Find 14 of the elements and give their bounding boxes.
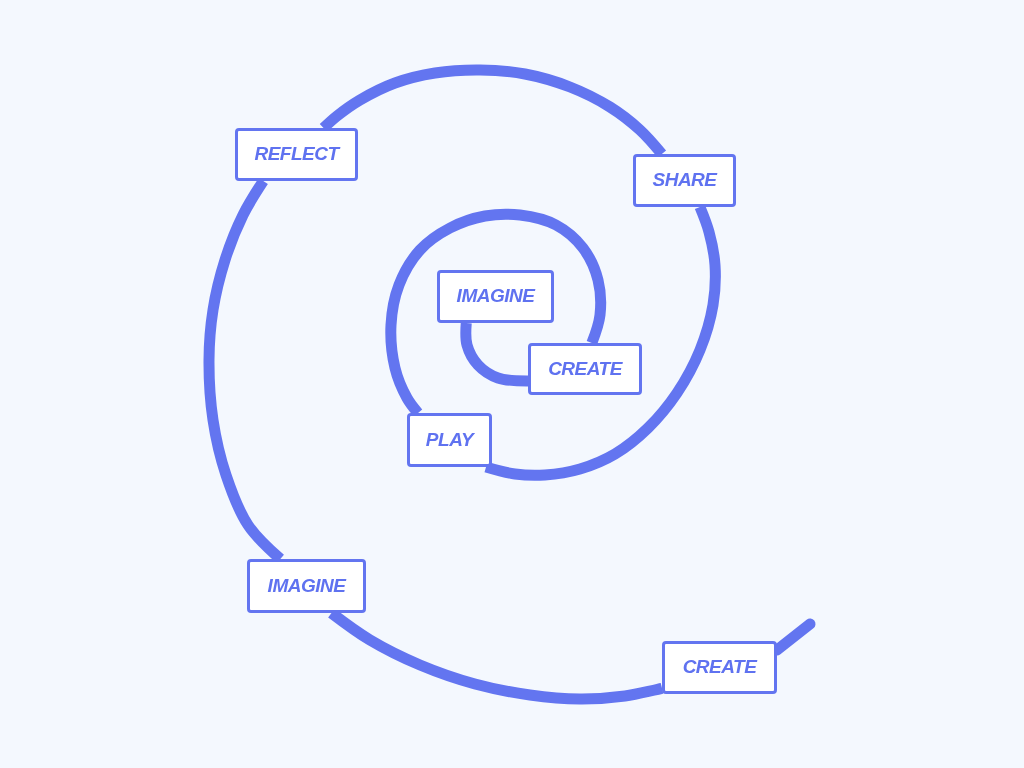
step-label: IMAGINE: [267, 575, 346, 597]
step-box: [235, 128, 358, 181]
step-label: IMAGINE: [456, 286, 535, 307]
step-box: [407, 413, 492, 467]
step-box: [633, 154, 736, 207]
step-box: [247, 559, 366, 613]
step-box: [437, 270, 554, 323]
step-box: [528, 343, 642, 395]
step-label: CREATE: [682, 657, 757, 678]
step-label: REFLECT: [254, 144, 339, 165]
step-label: SHARE: [652, 170, 717, 191]
step-label: CREATE: [548, 358, 622, 380]
step-box: [662, 641, 777, 694]
step-label: PLAY: [425, 429, 474, 451]
